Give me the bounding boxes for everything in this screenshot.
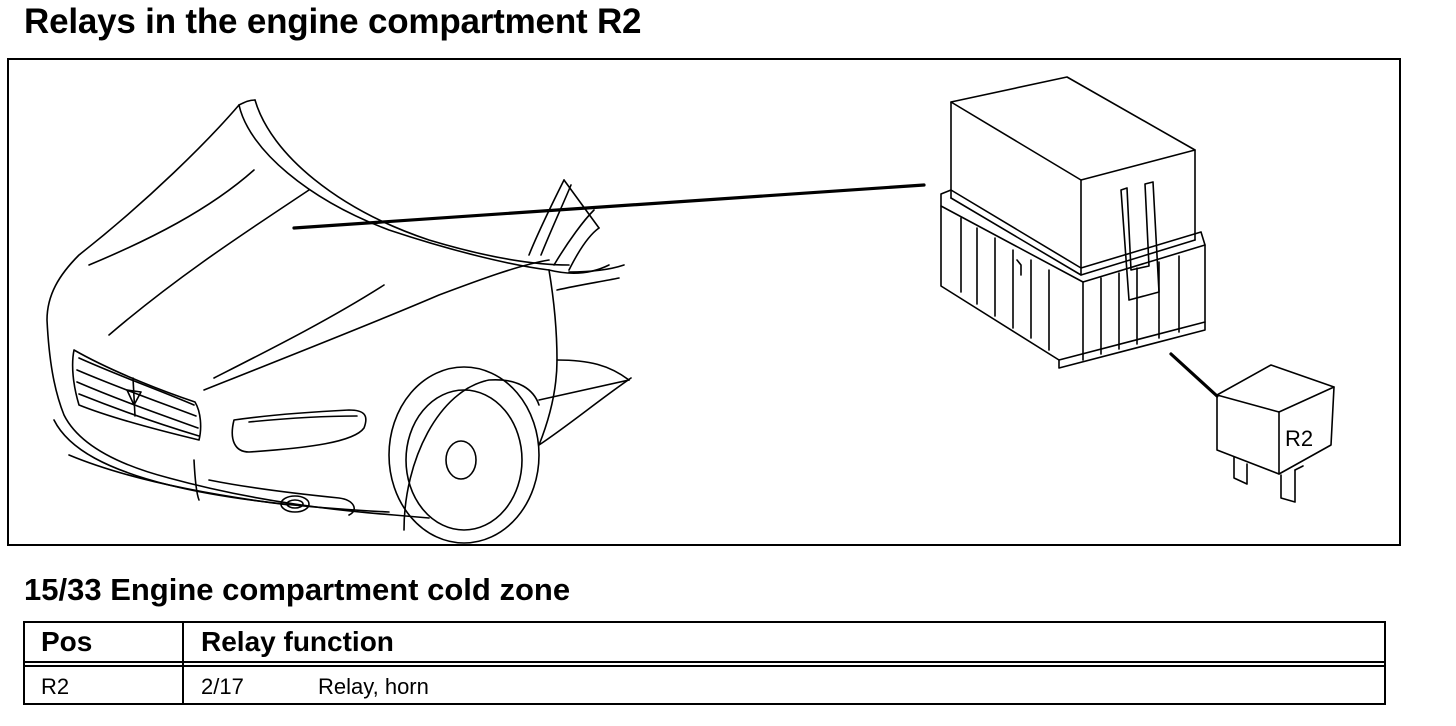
- header-pos: Pos: [41, 626, 93, 657]
- page-title: Relays in the engine compartment R2: [24, 2, 642, 41]
- header-divider: [25, 661, 1384, 667]
- relay-table: Pos Relay function R2 2/17 Relay, horn: [23, 621, 1386, 705]
- cell-description: Relay, horn: [318, 674, 429, 699]
- cell-pos: R2: [41, 674, 70, 699]
- column-divider: [182, 623, 184, 703]
- relay-box-illustration: R2: [940, 76, 1335, 503]
- relay-location-illustration: R2: [46, 76, 1335, 544]
- section-title: 15/33 Engine compartment cold zone: [24, 572, 571, 607]
- relay-label: R2: [1285, 426, 1313, 451]
- car-illustration: [46, 99, 926, 544]
- figure-frame: R2: [7, 58, 1401, 546]
- header-relay-function: Relay function: [201, 626, 394, 657]
- cell-code: 2/17: [201, 674, 244, 699]
